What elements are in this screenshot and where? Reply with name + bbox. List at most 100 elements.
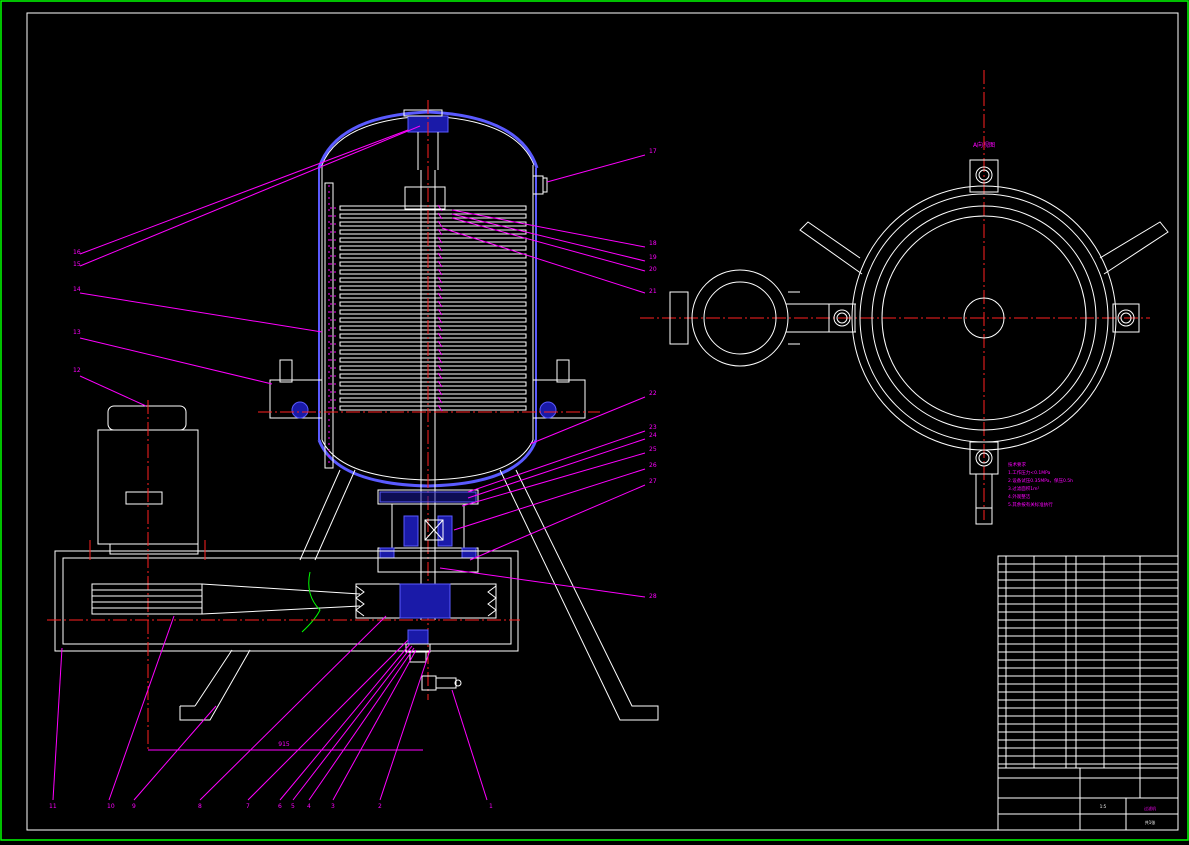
leader-line xyxy=(467,430,646,493)
part-label: 24 xyxy=(649,432,657,439)
part-label: 3 xyxy=(331,803,335,810)
title-block: 过滤机 1:5 共1张 xyxy=(997,555,1179,831)
part-label: 22 xyxy=(649,390,657,397)
filter-disc xyxy=(339,349,527,355)
part-label: 28 xyxy=(649,593,657,600)
filter-disc xyxy=(339,365,527,371)
leader-line xyxy=(279,643,411,801)
dimension-915: 915 xyxy=(278,741,290,748)
part-label: 23 xyxy=(649,424,657,431)
leader-line xyxy=(108,615,175,801)
filter-disc xyxy=(339,317,527,323)
leader-line xyxy=(529,396,646,445)
leader-line xyxy=(52,647,63,801)
part-label: 25 xyxy=(649,446,657,453)
leader-line xyxy=(79,337,273,385)
note-line: 1.工作压力<0.1MPa xyxy=(1008,469,1051,476)
filter-disc xyxy=(339,277,527,283)
part-label: 17 xyxy=(649,148,657,155)
part-label: 11 xyxy=(49,803,57,810)
filter-disc xyxy=(339,285,527,291)
filter-disc xyxy=(339,309,527,315)
technical-notes: 技术要求1.工作压力<0.1MPa2.设备试压0.35MPa，保压0.5h3.过… xyxy=(1008,461,1073,508)
note-line: 2.设备试压0.35MPa，保压0.5h xyxy=(1008,477,1073,484)
filter-disc xyxy=(339,333,527,339)
filter-disc xyxy=(339,253,527,259)
leader-line xyxy=(469,484,646,561)
leader-line xyxy=(451,217,646,272)
leader-line xyxy=(546,154,646,183)
filter-disc xyxy=(339,293,527,299)
leader-line xyxy=(379,649,431,801)
filter-disc xyxy=(339,341,527,347)
leader-line xyxy=(439,567,646,598)
part-label: 20 xyxy=(649,266,657,273)
filter-disc xyxy=(339,301,527,307)
filter-disc xyxy=(339,405,527,411)
filter-disc xyxy=(339,261,527,267)
leader-line xyxy=(451,213,646,262)
inner-frame xyxy=(26,12,1179,831)
part-label: 15 xyxy=(73,261,81,268)
a-view: A向视图 技术要求1.工作压力<0.1MPa2.设备试压0.35MPa，保压0.… xyxy=(640,70,1169,525)
part-label: 21 xyxy=(649,288,657,295)
leader-line xyxy=(79,375,147,407)
filter-disc xyxy=(339,205,527,211)
leader-line xyxy=(441,227,646,294)
filter-disc xyxy=(339,357,527,363)
note-line: 5.其余按有关标准执行 xyxy=(1008,501,1053,508)
leader-line xyxy=(79,125,421,267)
filter-disc xyxy=(339,325,527,331)
part-label: 5 xyxy=(291,803,295,810)
part-label: 18 xyxy=(649,240,657,247)
part-label: 2 xyxy=(378,803,382,810)
filter-discs xyxy=(330,204,527,412)
product-name: 过滤机 xyxy=(1144,805,1156,811)
part-label: 16 xyxy=(73,249,81,256)
part-label: 19 xyxy=(649,254,657,261)
part-label: 6 xyxy=(278,803,282,810)
filter-disc xyxy=(339,213,527,219)
leader-line xyxy=(79,129,409,255)
part-label: 26 xyxy=(649,462,657,469)
part-leaders: 1234567891011121314151617181920212223242… xyxy=(49,125,657,810)
leader-line xyxy=(292,645,413,801)
leader-line xyxy=(133,705,217,801)
part-label: 27 xyxy=(649,478,657,485)
part-label: 14 xyxy=(73,286,81,293)
part-label: 10 xyxy=(107,803,115,810)
front-view: 915 123456789101112131415161718192021222… xyxy=(47,100,659,810)
filter-disc xyxy=(339,269,527,275)
part-label: 7 xyxy=(246,803,250,810)
leader-line xyxy=(451,689,488,801)
leader-line xyxy=(247,639,409,801)
filter-disc xyxy=(339,397,527,403)
filter-disc xyxy=(339,373,527,379)
scale: 1:5 xyxy=(1100,804,1107,809)
filter-disc xyxy=(339,237,527,243)
part-label: 4 xyxy=(307,803,311,810)
filter-disc xyxy=(339,245,527,251)
leader-line xyxy=(451,209,646,248)
part-label: 8 xyxy=(198,803,202,810)
part-label: 13 xyxy=(73,329,81,336)
note-line: 4.外观整洁 xyxy=(1008,493,1031,500)
leader-line xyxy=(199,615,387,801)
leader-line xyxy=(79,292,323,333)
leader-line xyxy=(461,452,646,507)
note-line: 技术要求 xyxy=(1008,461,1026,468)
filter-disc xyxy=(339,389,527,395)
leader-line xyxy=(453,468,646,531)
part-label: 1 xyxy=(489,803,493,810)
sheet-count: 共1张 xyxy=(1145,819,1156,825)
part-label: 9 xyxy=(132,803,136,810)
leader-line xyxy=(332,649,417,801)
leader-line xyxy=(308,647,415,801)
part-label: 12 xyxy=(73,367,81,374)
leader-line xyxy=(467,438,646,499)
filter-disc xyxy=(339,381,527,387)
parts-list xyxy=(998,555,1178,768)
